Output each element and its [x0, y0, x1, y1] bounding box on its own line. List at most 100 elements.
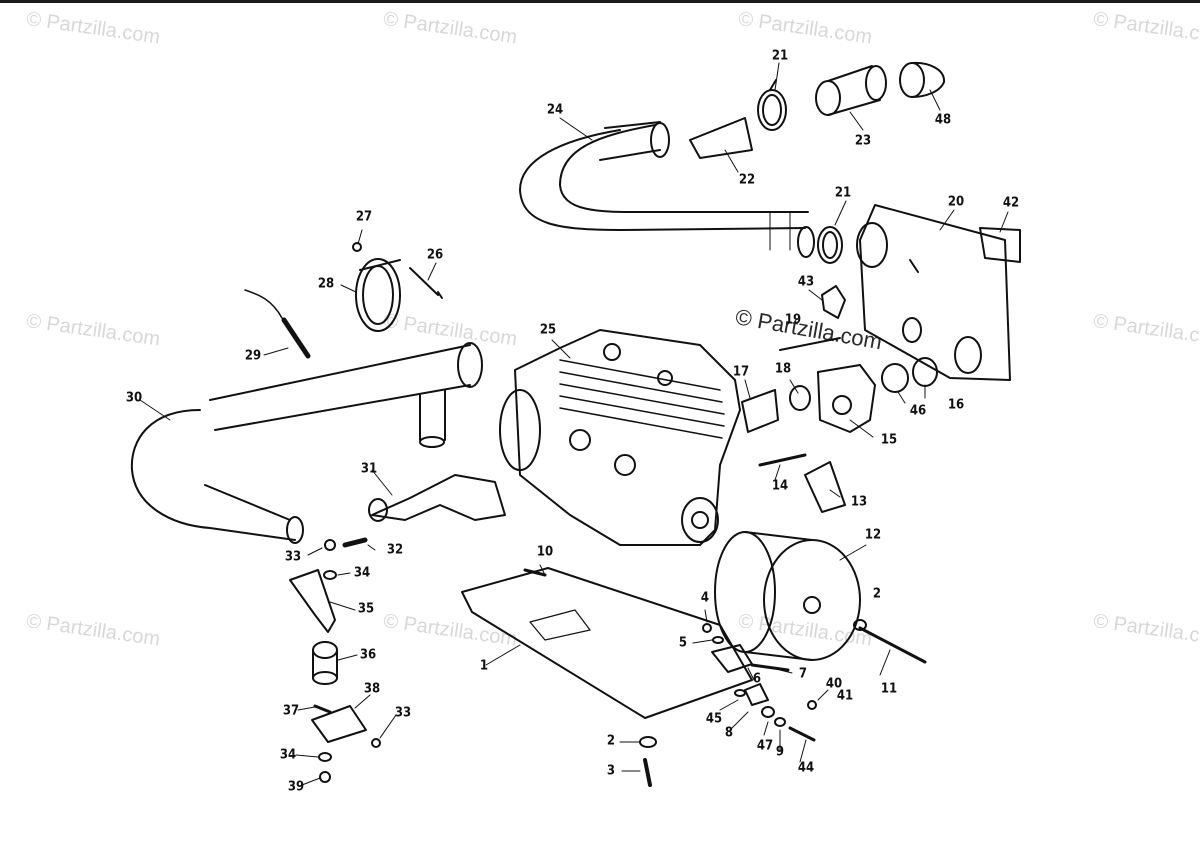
callout-19: 19 [784, 312, 802, 328]
bolt-part [788, 726, 816, 742]
callout-45: 45 [705, 711, 723, 727]
callout-32: 32 [386, 542, 404, 558]
clutch-part [714, 531, 861, 661]
callout-39: 39 [287, 779, 305, 795]
strap-part [804, 461, 846, 513]
callout-15: 15 [880, 432, 898, 448]
leader-lines [139, 62, 1009, 786]
callout-16: 16 [947, 397, 965, 413]
callout-24: 24 [546, 102, 564, 118]
bolt-part [750, 663, 790, 672]
callout-9: 9 [775, 744, 785, 760]
callout-33: 33 [394, 705, 412, 721]
callout-1: 1 [479, 658, 489, 674]
callout-37: 37 [282, 703, 300, 719]
callout-38: 38 [363, 681, 381, 697]
callout-29: 29 [244, 348, 262, 364]
clamp-part [789, 385, 811, 411]
clamp-part [757, 79, 787, 131]
rod-part [758, 453, 807, 467]
bracket-part [689, 117, 753, 159]
callout-46: 46 [909, 403, 927, 419]
end-cap-part [899, 61, 945, 98]
washer-part [774, 717, 786, 727]
callout-23: 23 [854, 133, 872, 149]
manifold-part [368, 474, 506, 522]
nut-part [319, 771, 331, 783]
air-box-part [856, 204, 1011, 381]
washer-part [761, 706, 775, 718]
callout-33: 33 [284, 549, 302, 565]
carburetor-part [817, 364, 876, 433]
bolt-part [523, 568, 547, 577]
clamp-part [912, 357, 938, 387]
nut-part [371, 738, 381, 748]
callout-20: 20 [947, 194, 965, 210]
rubber-mount-part [312, 641, 338, 685]
callout-21: 21 [834, 185, 852, 201]
callout-12: 12 [864, 527, 882, 543]
callout-2: 2 [606, 733, 616, 749]
bolt-part [858, 626, 927, 664]
clamp-part [817, 226, 843, 264]
callout-18: 18 [774, 361, 792, 377]
callout-8: 8 [724, 725, 734, 741]
callout-34: 34 [353, 565, 371, 581]
rod-part [779, 337, 841, 351]
callout-11: 11 [880, 681, 898, 697]
callout-31: 31 [360, 461, 378, 477]
washer-part [712, 636, 724, 644]
callout-40: 40 [825, 676, 843, 692]
boot-part [881, 363, 909, 393]
callout-13: 13 [850, 494, 868, 510]
washer-part [318, 752, 332, 762]
spring-part [342, 537, 368, 548]
callout-5: 5 [678, 635, 688, 651]
exhaust-pipe-part [519, 121, 815, 258]
top-border [0, 0, 1200, 3]
sleeve-part [815, 65, 887, 116]
spacer-part [741, 389, 779, 433]
muffler-part [130, 342, 483, 544]
callout-17: 17 [732, 364, 750, 380]
callout-10: 10 [536, 544, 554, 560]
nut-part [702, 623, 712, 633]
bolt-part [643, 758, 652, 787]
callout-43: 43 [797, 274, 815, 290]
callout-2: 2 [872, 586, 882, 602]
washer-part [639, 736, 657, 748]
callout-30: 30 [125, 390, 143, 406]
callout-26: 26 [426, 247, 444, 263]
washer-part [734, 689, 746, 697]
washer-part [323, 570, 337, 580]
engine-plate-part [461, 567, 753, 719]
nut-part [807, 700, 817, 710]
bracket-part [311, 705, 367, 743]
callout-47: 47 [756, 738, 774, 754]
callout-35: 35 [357, 601, 375, 617]
callout-14: 14 [771, 478, 789, 494]
callout-4: 4 [700, 590, 710, 606]
mount-part [744, 683, 769, 706]
callout-7: 7 [798, 666, 808, 682]
nut-part [324, 539, 336, 551]
clamp-band-part [355, 258, 401, 332]
spring-part [244, 289, 311, 359]
bolt-part [409, 267, 443, 299]
callout-22: 22 [738, 172, 756, 188]
callout-28: 28 [317, 276, 335, 292]
bracket-part [289, 569, 336, 633]
gasket-part [821, 285, 846, 319]
callout-41: 41 [836, 688, 854, 704]
callout-25: 25 [539, 322, 557, 338]
callout-44: 44 [797, 760, 815, 776]
washer-part [853, 619, 867, 631]
callout-21: 21 [771, 48, 789, 64]
callout-6: 6 [752, 671, 762, 687]
callout-42: 42 [1002, 195, 1020, 211]
bolt-part [313, 704, 332, 714]
callout-3: 3 [606, 763, 616, 779]
nut-part [352, 242, 362, 252]
